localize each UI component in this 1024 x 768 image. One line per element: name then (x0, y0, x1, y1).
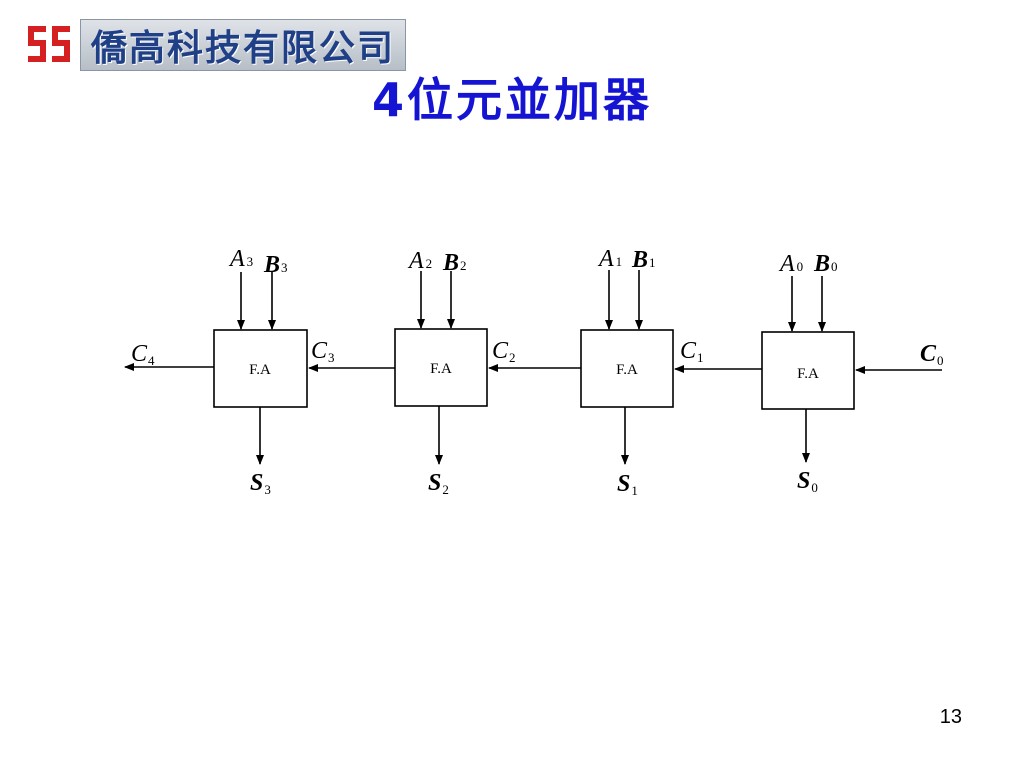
company-name: 僑高科技有限公司 (80, 19, 407, 71)
label-b2: B2 (442, 250, 467, 276)
label-s0: S0 (797, 468, 818, 495)
fa-block-0 (761, 331, 855, 410)
page-number: 13 (939, 706, 962, 728)
label-c3: C3 (311, 338, 335, 365)
fa-block-3 (213, 329, 308, 408)
fa-label-0: F.A (797, 366, 819, 382)
slide-title: 4位元並加器 (371, 73, 652, 127)
label-b3: B3 (263, 252, 288, 278)
label-c1: C1 (680, 338, 704, 365)
fa-block-1 (580, 329, 674, 408)
label-c2: C2 (492, 338, 516, 365)
fa-label-3: F.A (249, 362, 271, 378)
company-logo: 僑高科技有限公司 (26, 19, 407, 71)
label-c4: C4 (131, 341, 155, 368)
fa-label-1: F.A (616, 362, 638, 378)
label-s1: S1 (617, 471, 638, 498)
fa-label-2: F.A (430, 361, 452, 377)
company-mark-icon (26, 22, 72, 68)
label-s3: S3 (250, 470, 271, 497)
label-s2: S2 (428, 470, 449, 497)
fa-block-2 (394, 328, 488, 407)
label-b1: B1 (631, 247, 656, 273)
label-b0: B0 (813, 251, 838, 277)
label-c0: C0 (920, 341, 944, 368)
